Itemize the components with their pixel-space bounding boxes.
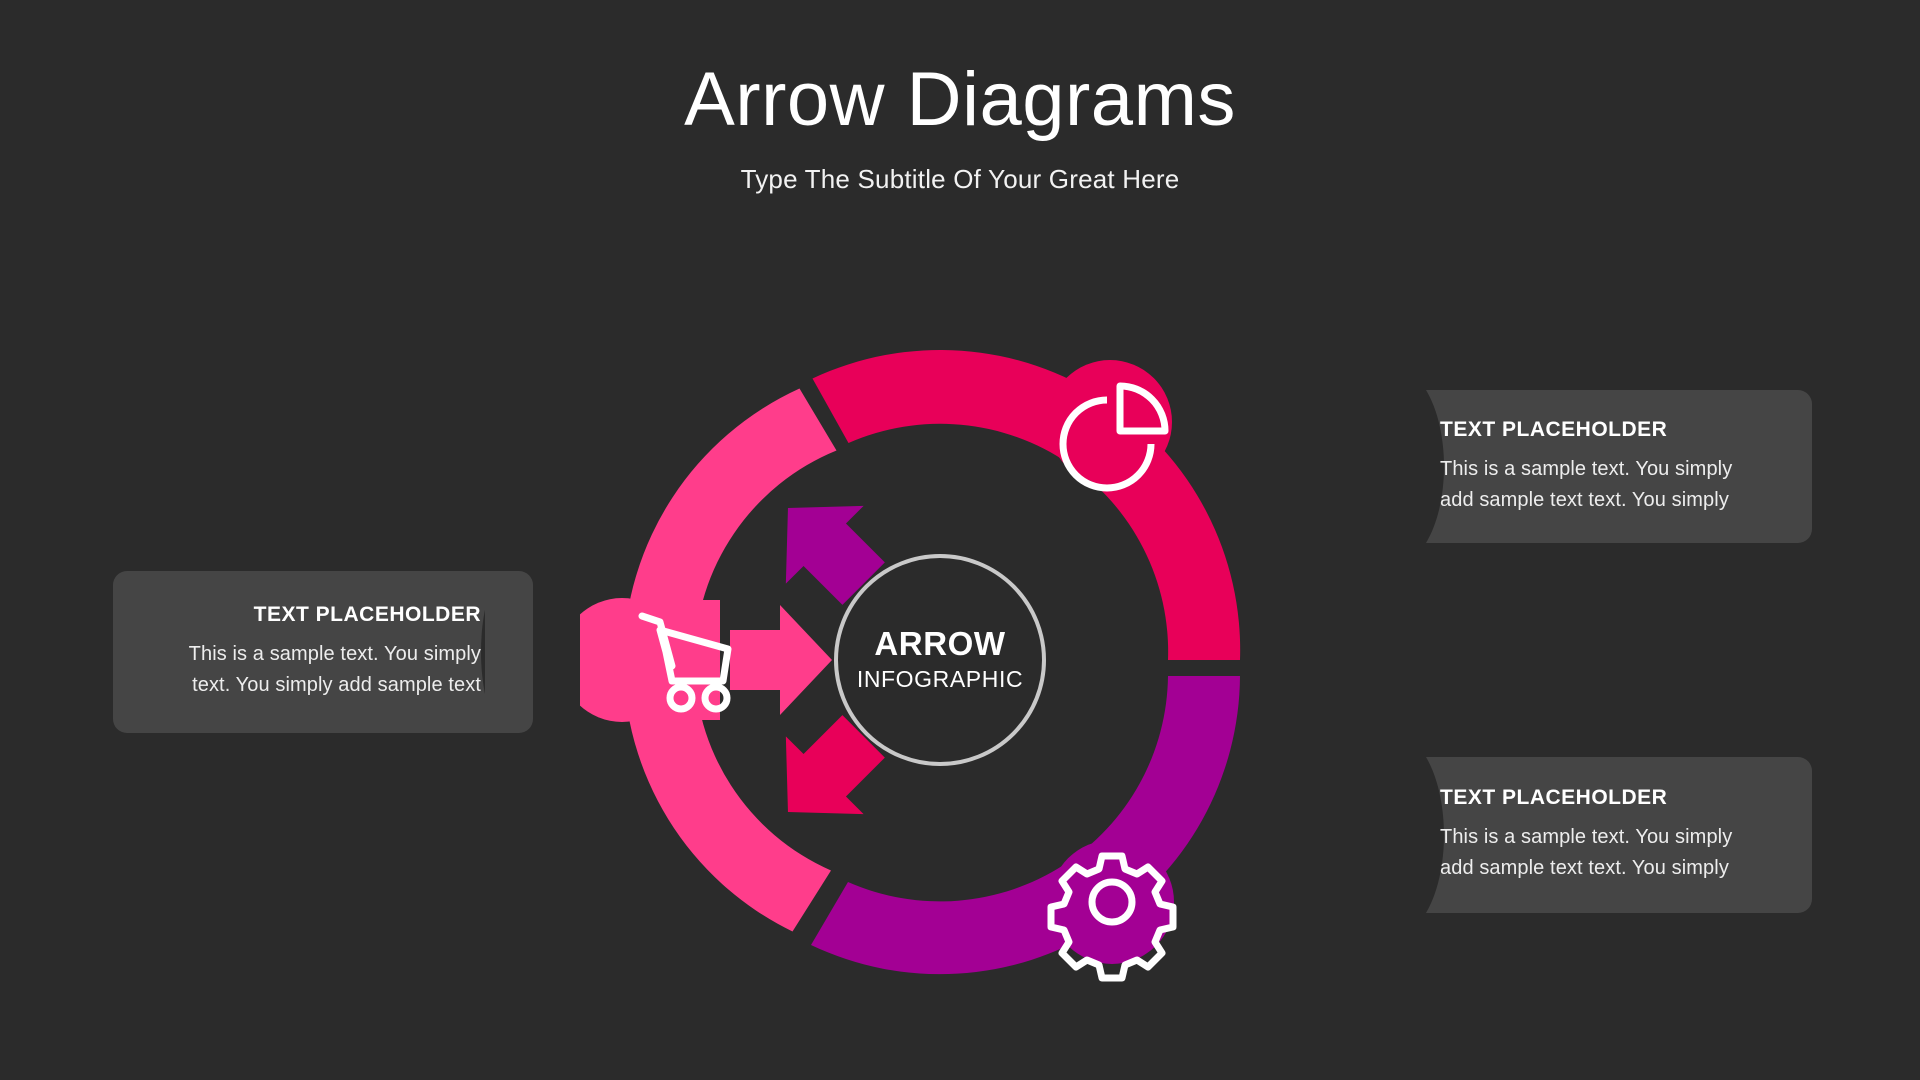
callout-left-content: TEXT PLACEHOLDER This is a sample text. … [113,571,533,733]
segment-chart-arrow [785,715,885,815]
callout-left[interactable]: TEXT PLACEHOLDER This is a sample text. … [113,571,533,733]
callout-left-line-1: This is a sample text. You simply [188,643,481,665]
callout-left-heading: TEXT PLACEHOLDER [253,603,481,626]
segment-chart-arc [812,349,1241,660]
callout-bottom-right-line-2: add sample text text. You simply [1440,857,1729,879]
gear-icon [1047,852,1177,982]
slide-header: Arrow Diagrams Type The Subtitle Of Your… [0,62,1920,195]
arrow-cycle-diagram [580,300,1300,1020]
segment-settings[interactable] [749,469,1240,982]
center-ring [834,554,1046,766]
callout-top-right-line-1: This is a sample text. You simply [1440,457,1733,480]
callout-bottom-right-content: TEXT PLACEHOLDER This is a sample text. … [1388,757,1812,913]
segment-settings-arrow [785,505,885,605]
callout-top-right-content: TEXT PLACEHOLDER This is a sample text. … [1388,390,1812,543]
segment-cart-arrow [730,605,832,715]
segment-chart[interactable] [749,349,1241,851]
callout-bottom-right-shape [1426,757,1812,913]
callout-top-right-line-2: add sample text text. You simply [1440,488,1729,511]
callout-left-line-2: text. You simply add sample text [192,674,481,696]
page-subtitle: Type The Subtitle Of Your Great Here [740,164,1180,194]
callout-top-right[interactable]: TEXT PLACEHOLDER This is a sample text. … [1388,390,1812,543]
segment-cart[interactable] [580,388,837,932]
callout-bottom-right[interactable]: TEXT PLACEHOLDER This is a sample text. … [1388,757,1812,913]
segment-cart-arc [623,388,837,932]
callout-top-right-shape [1426,390,1812,543]
callout-left-shape [113,571,533,733]
callout-bottom-right-line-1: This is a sample text. You simply [1440,826,1733,848]
pie-chart-icon [1059,382,1169,492]
page-title: Arrow Diagrams [684,57,1236,142]
callout-bottom-right-heading: TEXT PLACEHOLDER [1440,786,1668,809]
shopping-cart-icon [638,612,732,713]
callout-top-right-heading: TEXT PLACEHOLDER [1440,417,1668,441]
